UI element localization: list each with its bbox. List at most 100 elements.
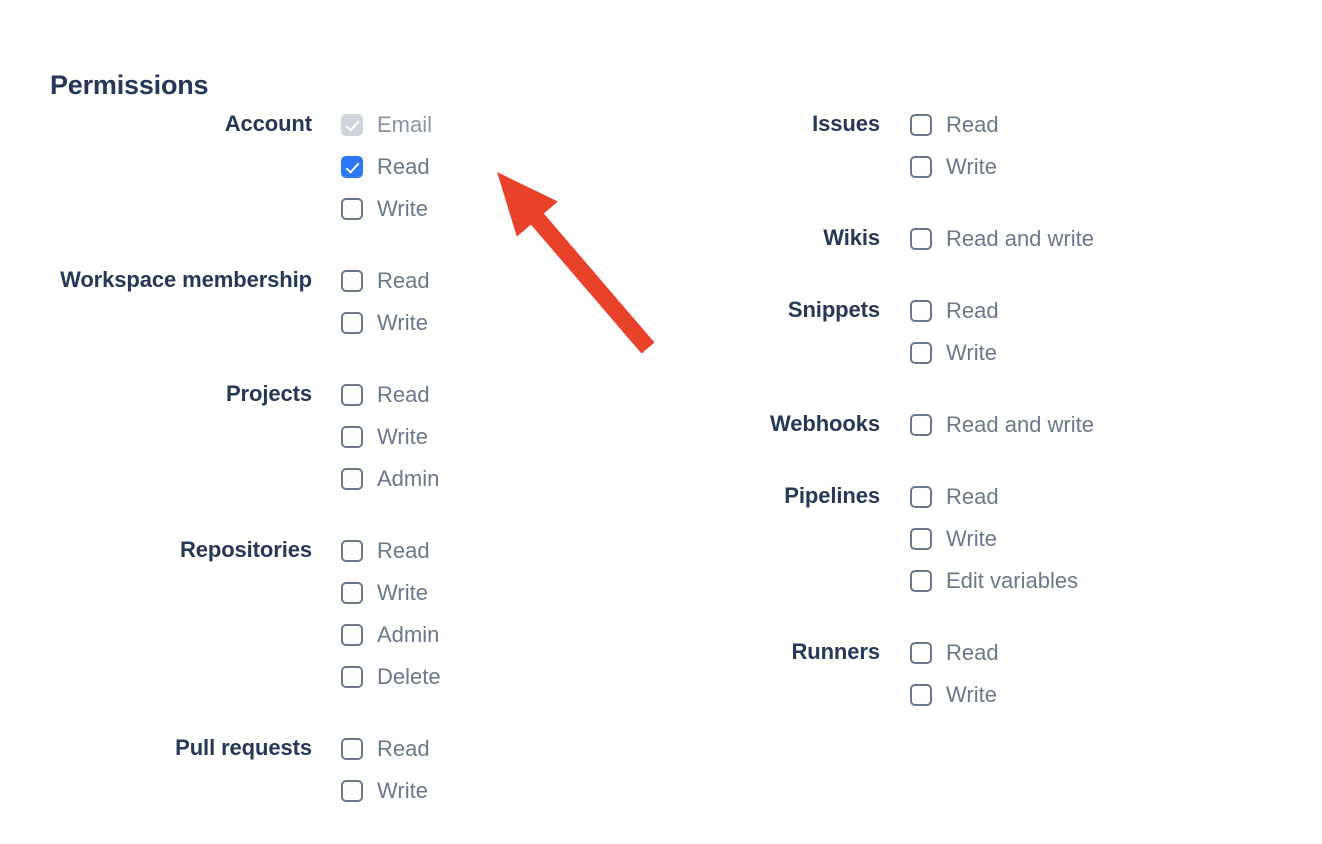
permission-option-row[interactable]: Read <box>910 104 999 146</box>
permission-option-label: Write <box>377 580 428 605</box>
checkbox-icon[interactable] <box>341 738 363 760</box>
permission-option-row[interactable]: Write <box>341 188 432 230</box>
permission-option-row[interactable]: Read <box>910 632 999 674</box>
permission-option-label: Write <box>377 778 428 803</box>
checkbox-icon[interactable] <box>910 228 932 250</box>
permission-option-label: Read <box>377 538 430 563</box>
permission-option-label: Email <box>377 112 433 137</box>
permission-option-row[interactable]: Read <box>341 260 430 302</box>
checkbox-icon[interactable] <box>341 540 363 562</box>
permission-option-row[interactable]: Delete <box>341 656 441 698</box>
permission-option-row[interactable]: Edit variables <box>910 560 1078 602</box>
permission-option-label: Read <box>377 736 430 761</box>
checkbox-icon[interactable] <box>341 468 363 490</box>
checkbox-icon[interactable] <box>910 342 932 364</box>
permission-option-label: Write <box>946 154 997 179</box>
permission-group-label: Projects <box>225 381 312 406</box>
checkbox-icon[interactable] <box>341 270 363 292</box>
permission-option-label: Read <box>946 112 999 137</box>
checkbox-icon[interactable] <box>341 384 363 406</box>
checkbox-icon[interactable] <box>341 312 363 334</box>
permission-option-label: Delete <box>377 664 441 689</box>
checkbox-icon[interactable] <box>341 624 363 646</box>
checkbox-icon[interactable] <box>910 570 932 592</box>
permission-option-row[interactable]: Read <box>341 374 439 416</box>
checkbox-icon[interactable] <box>341 666 363 688</box>
permission-option-row[interactable]: Write <box>341 572 441 614</box>
checkbox-icon[interactable] <box>341 156 363 178</box>
permission-option-row[interactable]: Email <box>341 104 432 146</box>
permission-option-label: Write <box>377 424 428 449</box>
permission-option-row[interactable]: Read <box>341 530 441 572</box>
permission-option-row[interactable]: Write <box>910 332 999 374</box>
checkbox-icon[interactable] <box>910 156 932 178</box>
permission-group-label: Repositories <box>179 537 312 562</box>
checkbox-icon[interactable] <box>910 414 932 436</box>
checkbox-icon[interactable] <box>341 780 363 802</box>
page-title: Permissions <box>50 70 209 101</box>
permission-option-row[interactable]: Admin <box>341 458 439 500</box>
permission-option-row[interactable]: Write <box>341 416 439 458</box>
permission-option-row[interactable]: Write <box>341 302 430 344</box>
checkbox-icon[interactable] <box>910 684 932 706</box>
checkbox-icon[interactable] <box>910 114 932 136</box>
permission-option-label: Read and write <box>946 226 1094 251</box>
permission-group-label: Runners <box>791 639 880 664</box>
permission-option-row[interactable]: Read <box>910 290 999 332</box>
checkbox-icon[interactable] <box>910 486 932 508</box>
permission-option-label: Edit variables <box>946 568 1079 593</box>
permission-option-label: Admin <box>377 466 440 491</box>
permission-option-label: Read <box>377 382 430 407</box>
permission-group: Wikis Read and write <box>600 218 1320 260</box>
permission-group-label: Workspace membership <box>60 267 312 292</box>
checkbox-icon[interactable] <box>341 582 363 604</box>
permission-option-label: Write <box>946 340 997 365</box>
permission-option-row[interactable]: Write <box>341 770 430 812</box>
permission-option-row[interactable]: Read <box>341 728 430 770</box>
permission-group-label: Snippets <box>787 297 880 322</box>
permission-option-label: Write <box>946 682 997 707</box>
permission-option-row[interactable]: Write <box>910 146 999 188</box>
permission-option-label: Write <box>377 310 428 335</box>
checkbox-icon[interactable] <box>341 198 363 220</box>
permission-group-label: Pipelines <box>784 483 880 508</box>
permission-option-label: Write <box>946 526 997 551</box>
permission-option-row[interactable]: Read <box>910 476 1078 518</box>
checkbox-icon[interactable] <box>910 528 932 550</box>
checkbox-icon[interactable] <box>341 426 363 448</box>
permission-option-row[interactable]: Read <box>341 146 432 188</box>
permission-group-label: Wikis <box>823 225 880 250</box>
permission-option-label: Read and write <box>946 412 1094 437</box>
permission-option-row[interactable]: Read and write <box>910 218 1094 260</box>
permission-option-label: Read <box>377 268 430 293</box>
checkbox-icon[interactable] <box>910 300 932 322</box>
permission-option-row[interactable]: Read and write <box>910 404 1094 446</box>
permission-option-label: Read <box>377 154 430 179</box>
permission-option-row[interactable]: Write <box>910 674 999 716</box>
permission-option-label: Admin <box>377 622 440 647</box>
permission-option-label: Write <box>377 196 428 221</box>
permission-option-row[interactable]: Admin <box>341 614 441 656</box>
checkbox-icon[interactable] <box>910 642 932 664</box>
permission-group-label: Account <box>224 111 312 136</box>
permission-option-label: Read <box>946 640 999 665</box>
permission-option-row[interactable]: Write <box>910 518 1078 560</box>
permission-group-label: Pull requests <box>175 735 312 760</box>
